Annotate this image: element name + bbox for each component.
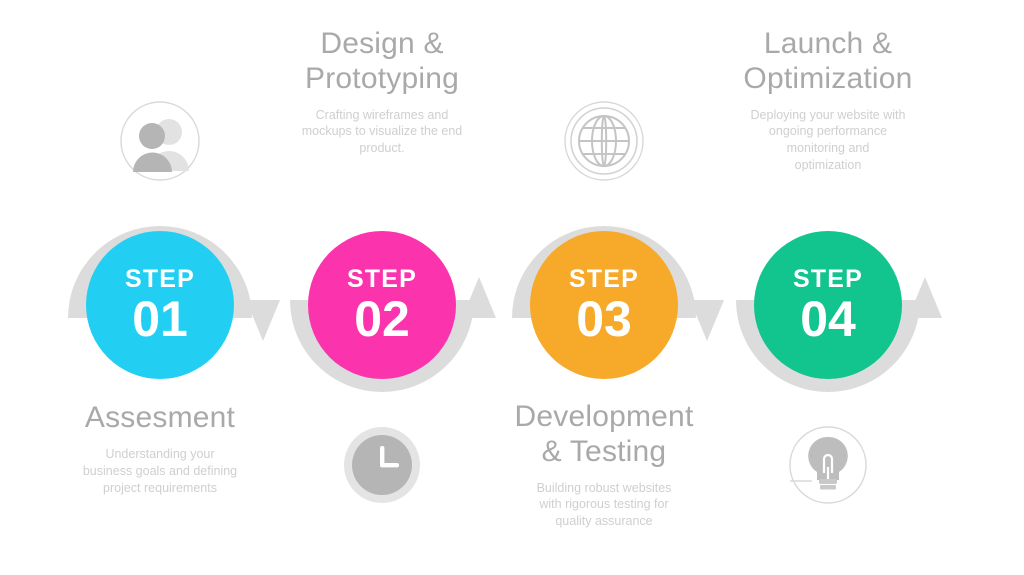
arrow-step-04 — [736, 277, 942, 392]
step-circle-04[interactable]: STEP 04 — [754, 231, 902, 379]
step-circle-01[interactable]: STEP 01 — [86, 231, 234, 379]
step-label-02: STEP — [346, 264, 418, 293]
step-text-block-01: Assesment Understanding your business go… — [32, 401, 288, 496]
step-description-04: Deploying your website with ongoing perf… — [750, 107, 906, 173]
arrow-step-02 — [290, 277, 496, 392]
step-number-02: 02 — [354, 290, 410, 347]
step-text-block-04: Launch & Optimization Deploying your web… — [700, 27, 956, 174]
step-label-04: STEP — [792, 264, 864, 293]
step-title-03: Development & Testing — [514, 400, 694, 468]
lightbulb-icon — [786, 423, 870, 507]
step-label-01: STEP — [124, 264, 196, 293]
step-column-02: Design & Prototyping Crafting wireframes… — [254, 0, 510, 575]
people-icon — [118, 99, 202, 183]
step-description-03: Building robust websites with rigorous t… — [536, 480, 672, 529]
step-column-01: STEP 01 Assesment Understanding your bus… — [32, 0, 288, 575]
step-column-04: Launch & Optimization Deploying your web… — [700, 0, 956, 575]
step-text-block-03: Development & Testing Building robust we… — [476, 400, 732, 530]
step-description-01: Understanding your business goals and de… — [82, 446, 238, 495]
globe-icon — [562, 99, 646, 183]
step-title-01: Assesment — [84, 401, 236, 434]
step-title-04: Launch & Optimization — [743, 27, 913, 95]
step-description-02: Crafting wireframes and mockups to visua… — [301, 107, 463, 156]
step-number-03: 03 — [576, 290, 632, 347]
step-number-04: 04 — [800, 290, 856, 347]
step-circle-03[interactable]: STEP 03 — [530, 231, 678, 379]
step-circle-02[interactable]: STEP 02 — [308, 231, 456, 379]
step-label-03: STEP — [568, 264, 640, 293]
step-column-03: STEP 03 Development & Testing Building r… — [476, 0, 732, 575]
clock-icon — [340, 423, 424, 507]
step-number-01: 01 — [132, 290, 188, 347]
step-text-block-02: Design & Prototyping Crafting wireframes… — [254, 27, 510, 157]
step-title-02: Design & Prototyping — [305, 27, 459, 95]
